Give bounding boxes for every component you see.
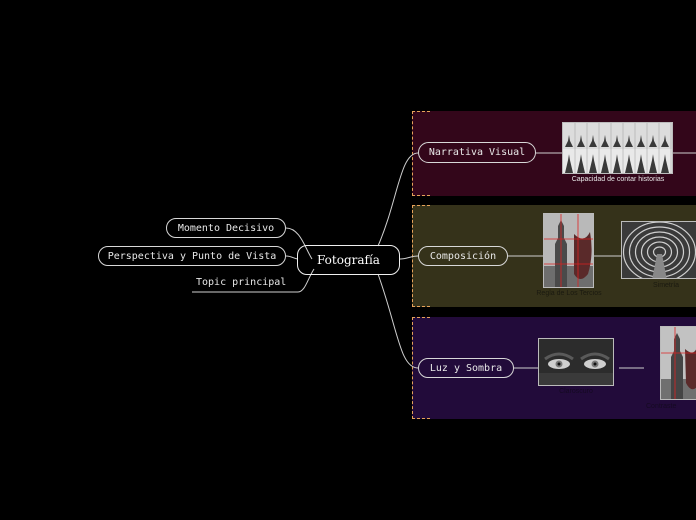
branch-label: Composición bbox=[429, 250, 497, 262]
tower-rule-of-thirds-graphic bbox=[544, 214, 593, 287]
topic-principal[interactable]: Topic principal bbox=[196, 277, 286, 288]
eyes-chiaroscuro-graphic bbox=[539, 339, 613, 385]
eiffel-tower-icon bbox=[565, 134, 573, 147]
tower-contrast-graphic bbox=[661, 327, 696, 399]
caption-regla-de-los-tercios: Regla de Los Tercios bbox=[536, 290, 602, 297]
eiffel-tower-icon bbox=[601, 134, 609, 147]
eiffel-tower-icon bbox=[601, 154, 609, 173]
connector-narrativa-visual bbox=[377, 152, 419, 247]
eiffel-tower-icon bbox=[613, 154, 621, 173]
tower-rule-of-thirds-photo[interactable] bbox=[543, 213, 594, 288]
eiffel-tower-icon bbox=[649, 154, 657, 173]
branch-composicion[interactable]: Composición bbox=[418, 246, 508, 266]
eiffel-tower-icon bbox=[613, 134, 621, 147]
branch-label: Narrativa Visual bbox=[428, 147, 526, 158]
eiffel-tower-icon bbox=[577, 134, 585, 147]
eiffel-tower-icon bbox=[661, 154, 669, 173]
eiffel-tower-icon bbox=[649, 134, 657, 147]
eiffel-tower-icon bbox=[577, 154, 585, 173]
eiffel-tower-icon bbox=[589, 134, 597, 147]
tunnel-symmetry-photo[interactable] bbox=[621, 221, 696, 279]
caption-capacidad-contar-historias: Capacidad de contar historias bbox=[571, 176, 665, 183]
eyes-chiaroscuro-photo[interactable] bbox=[538, 338, 614, 386]
caption-contraste: Contraste bbox=[646, 403, 677, 410]
eiffel-tower-icon bbox=[565, 154, 573, 173]
branch-narrativa-visual[interactable]: Narrativa Visual bbox=[418, 142, 536, 163]
topic-momento-decisivo[interactable]: Momento Decisivo bbox=[166, 218, 286, 238]
caption-simetria: Simetría bbox=[652, 282, 680, 289]
eiffel-tower-sequence-graphic bbox=[563, 123, 672, 173]
connector-luz-y-sombra bbox=[377, 273, 419, 369]
root-topic-fotografia[interactable]: Fotografía bbox=[297, 245, 400, 275]
connector-topic-principal bbox=[192, 268, 315, 293]
connector-momento-decisivo bbox=[285, 227, 313, 260]
topic-label: Topic principal bbox=[196, 277, 287, 288]
branch-luz-y-sombra[interactable]: Luz y Sombra bbox=[418, 358, 514, 378]
topic-label: Perspectiva y Punto de Vista bbox=[107, 250, 277, 262]
eiffel-tower-icon bbox=[625, 134, 633, 147]
eiffel-tower-sequence-photo[interactable] bbox=[562, 122, 673, 174]
caption-claroscuro: Claroscuro bbox=[559, 388, 593, 395]
root-topic-label: Fotografía bbox=[317, 253, 380, 267]
eiffel-tower-icon bbox=[661, 134, 669, 147]
eiffel-tower-icon bbox=[589, 154, 597, 173]
branch-label: Luz y Sombra bbox=[429, 362, 503, 374]
topic-label: Momento Decisivo bbox=[177, 222, 275, 234]
eiffel-tower-icon bbox=[637, 154, 645, 173]
topic-perspectiva-punto-de-vista[interactable]: Perspectiva y Punto de Vista bbox=[98, 246, 286, 266]
connector-composicion bbox=[399, 255, 419, 260]
eiffel-tower-icon bbox=[625, 154, 633, 173]
tower-contrast-photo[interactable] bbox=[660, 326, 696, 400]
eiffel-tower-icon bbox=[637, 134, 645, 147]
tunnel-symmetry-graphic bbox=[622, 222, 696, 278]
